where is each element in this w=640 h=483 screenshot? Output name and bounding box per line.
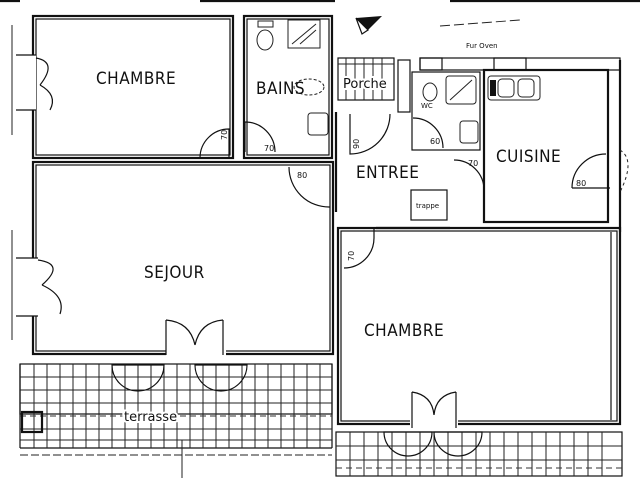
dim-wc-door: 60 (430, 137, 440, 146)
room-label-cuisine: CUISINE (496, 147, 561, 167)
room-label-sejour: SEJOUR (144, 263, 205, 283)
room-label-chambre-1: CHAMBRE (96, 69, 176, 89)
bathtub-icon (293, 78, 325, 96)
door-sejour (288, 166, 331, 208)
kitchen-sink-icon (487, 75, 541, 101)
toilet-icon (422, 82, 438, 102)
room-label-porche: Porche (343, 77, 387, 92)
room-wc (411, 71, 481, 151)
room-bains (242, 14, 334, 160)
room-label-terrasse: terrasse (124, 410, 177, 425)
door-chambre-1 (199, 128, 230, 159)
door-swing (35, 57, 53, 111)
room-chambre-2 (336, 226, 622, 430)
toilet-icon (256, 29, 274, 51)
shower-icon (445, 75, 477, 105)
label-fur-oven: Fur Oven (466, 42, 498, 50)
room-sejour (11, 160, 335, 358)
room-porche (337, 57, 411, 113)
trappe-hatch (410, 189, 448, 221)
room-cuisine (453, 60, 629, 232)
sink-icon (459, 120, 479, 144)
french-door (165, 319, 224, 355)
dim-cuisine-exterior-door: 80 (576, 179, 586, 188)
door-swing (37, 259, 62, 315)
label-wc: WC (421, 102, 433, 110)
door-bains (244, 121, 276, 153)
door-chambre-2 (343, 228, 375, 269)
dim-bains-door: 70 (264, 144, 274, 153)
door-porche (349, 113, 391, 155)
door-wc (412, 117, 444, 149)
dim-sejour-door: 80 (297, 171, 307, 180)
dim-chambre-2-door: 70 (347, 251, 356, 261)
dim-chambre-1-door: 70 (220, 130, 229, 140)
north-arrow-icon (355, 16, 382, 35)
terrasse-right-tiles (335, 431, 623, 477)
french-door (411, 391, 457, 428)
shower-icon (287, 19, 321, 49)
label-trappe: trappe (416, 202, 439, 210)
sink-icon (307, 112, 329, 136)
room-label-bains: BAINS (256, 79, 305, 99)
room-label-chambre-2: CHAMBRE (364, 321, 444, 341)
room-label-entree: ENTREE (356, 163, 419, 183)
dim-cuisine-door: 70 (468, 159, 478, 168)
door-cuisine (453, 159, 485, 191)
dim-porche-door: 90 (352, 139, 361, 149)
room-chambre-1 (11, 14, 235, 160)
terrasse-tiles (19, 363, 333, 478)
door-cuisine-exterior (571, 153, 607, 189)
